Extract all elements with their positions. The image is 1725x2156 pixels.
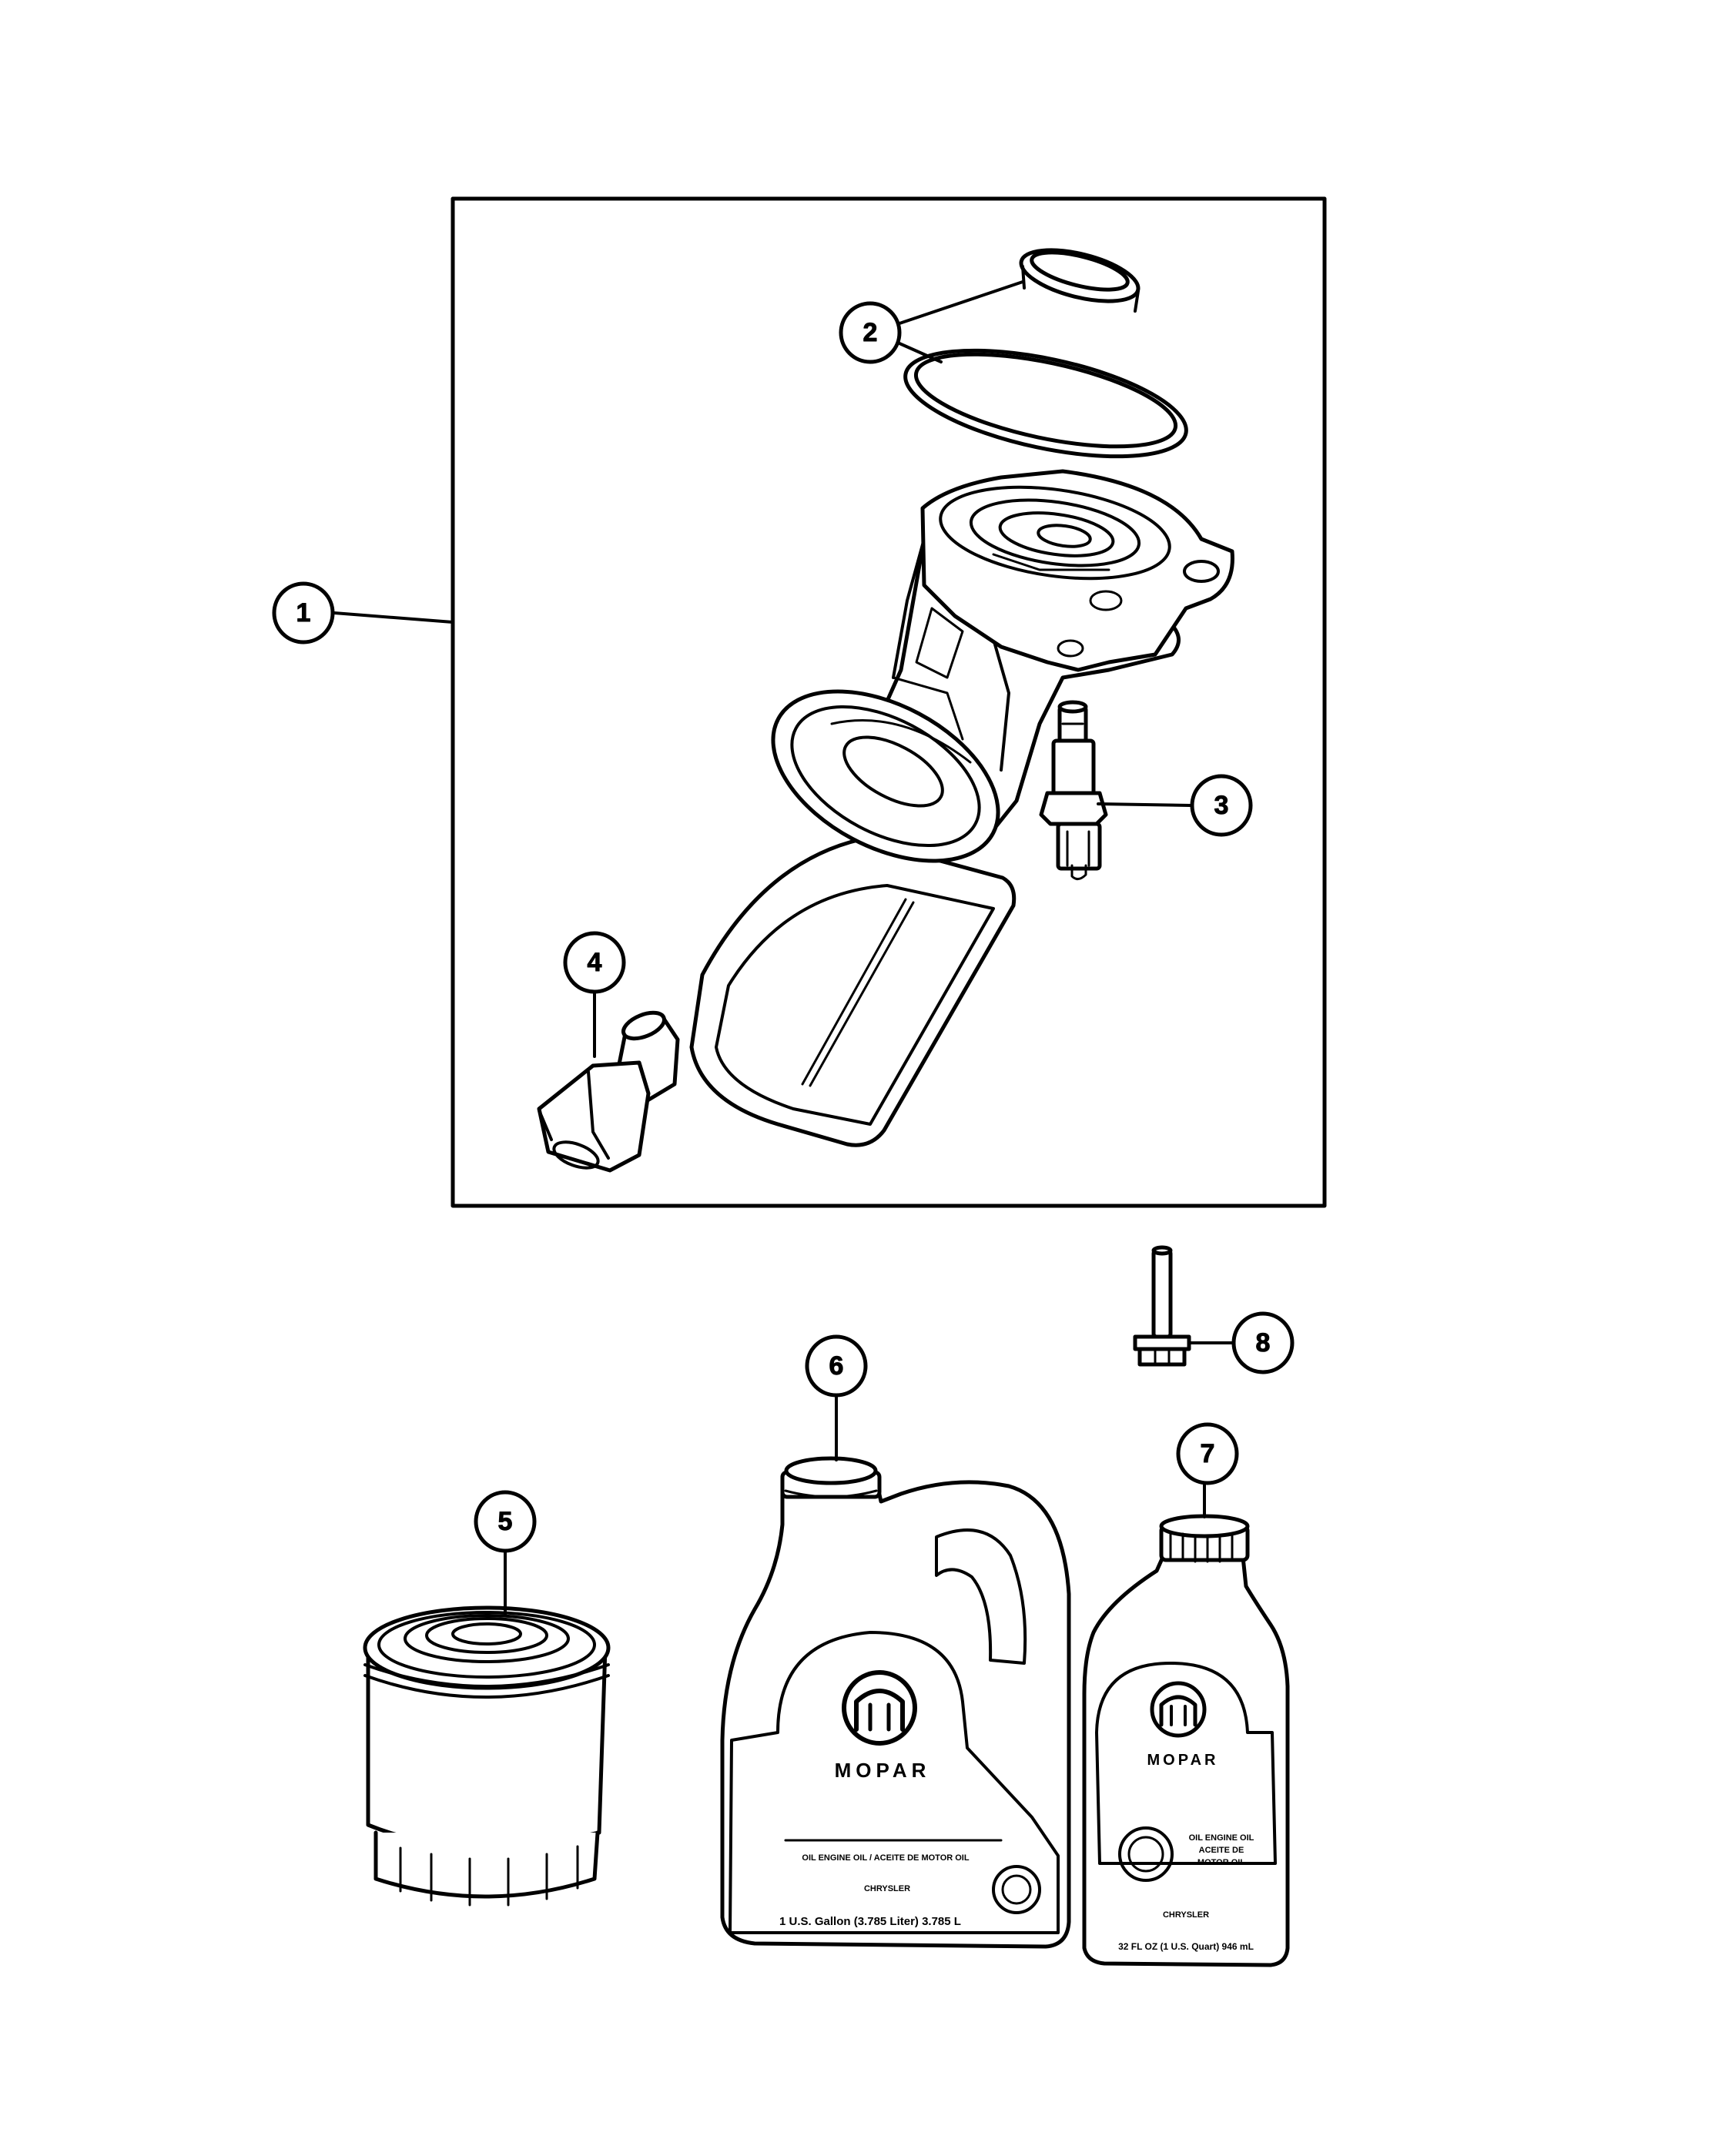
callout-3-number: 3 — [1214, 791, 1229, 820]
seal-ring-part — [1019, 248, 1141, 313]
fitting-part — [537, 1010, 680, 1173]
quart-volume-label: 32 FL OZ (1 U.S. Quart) 946 mL — [1118, 1941, 1254, 1952]
oil-gallon-jug-part — [720, 1456, 1071, 1949]
callout-1: 1 — [272, 581, 335, 644]
oil-filter-part — [363, 1605, 611, 1907]
bolt-part — [1133, 1245, 1191, 1367]
callout-7: 7 — [1176, 1422, 1239, 1485]
gallon-maker-label: CHRYSLER — [864, 1884, 910, 1893]
o-ring-part — [903, 348, 1188, 459]
gallon-brand-label: MOPAR — [835, 1759, 931, 1782]
callout-5-number: 5 — [498, 1507, 513, 1536]
leader-lines — [333, 280, 1234, 1617]
quart-brand-label: MOPAR — [1147, 1752, 1219, 1769]
callout-2: 2 — [839, 301, 902, 364]
callout-3: 3 — [1190, 774, 1253, 837]
callout-6-number: 6 — [829, 1351, 844, 1381]
callout-4-number: 4 — [588, 948, 602, 977]
callout-5: 5 — [474, 1490, 537, 1553]
oil-filter-housing-part — [689, 469, 1234, 1147]
gallon-product-label: OIL ENGINE OIL / ACEITE DE MOTOR OIL — [802, 1853, 969, 1863]
quart-product-label-2: ACEITE DE — [1199, 1846, 1244, 1855]
quart-maker-label: CHRYSLER — [1163, 1910, 1209, 1920]
callout-1-number: 1 — [296, 598, 311, 628]
oil-quart-bottle-part — [1082, 1514, 1290, 1967]
callout-8: 8 — [1231, 1311, 1295, 1374]
callout-2-number: 2 — [863, 318, 878, 347]
callout-8-number: 8 — [1256, 1328, 1271, 1358]
quart-product-label-3: MOTOR OIL — [1197, 1858, 1245, 1867]
oil-sensor-part — [1039, 700, 1108, 880]
callout-6: 6 — [805, 1334, 868, 1398]
callout-7-number: 7 — [1201, 1439, 1215, 1468]
callout-4: 4 — [563, 931, 626, 994]
quart-product-label-1: OIL ENGINE OIL — [1189, 1833, 1254, 1843]
gallon-volume-label: 1 U.S. Gallon (3.785 Liter) 3.785 L — [779, 1915, 961, 1928]
